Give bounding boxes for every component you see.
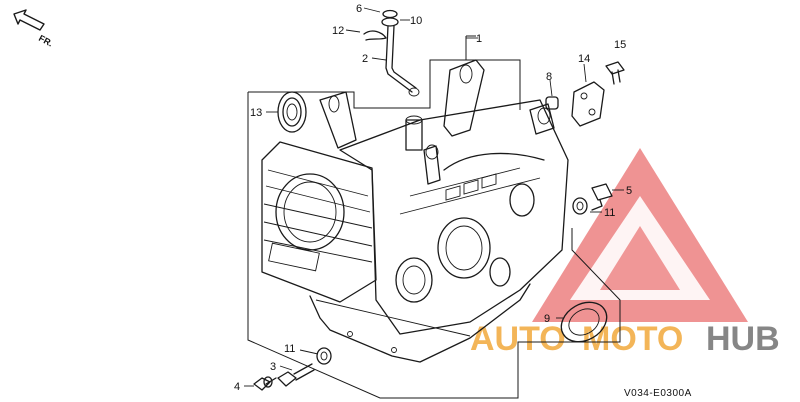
watermark-logo: AUTO MOTO HUB [470,148,780,358]
watermark-word-moto: MOTO [582,320,683,358]
callout-9: 9 [544,313,550,325]
front-label: FR. [37,33,54,49]
diagram-reference-code: V034-E0300A [624,388,692,399]
part-7-collar [263,376,273,388]
callout-1: 1 [476,33,482,45]
crankcase-body [309,99,569,363]
upper-bosses [319,59,555,185]
part-14-breather-plate [571,81,605,127]
callout-11-upper: 11 [604,207,615,219]
callout-8: 8 [546,71,552,83]
part-5-drain-bolt [591,183,613,211]
callout-13: 13 [250,107,262,119]
part-13-oil-seal [277,91,307,133]
leader-lines [244,7,624,387]
cylinder-bore [275,173,345,251]
part-3-bolt [277,363,315,387]
crankshaft-bore [437,217,491,279]
part-15-bolt [605,61,625,85]
watermark-triangle-core [600,226,680,290]
part-4-bolt [253,377,277,391]
part-9-oil-seal [560,301,608,343]
cylinder-barrel [261,141,377,303]
governor-shaft-assembly [363,9,420,97]
part-6-washer [382,9,398,19]
part-11-washer-upper [572,197,588,215]
front-arrow-icon [13,9,45,31]
callout-11-lower: 11 [284,343,295,355]
callout-4: 4 [234,381,240,393]
callout-14: 14 [578,53,590,65]
callout-6: 6 [356,3,362,15]
callout-labels: 6 10 12 1 2 13 8 14 15 5 11 9 11 3 7 4 [234,3,632,393]
part-10-washer [381,17,399,27]
assembly-frame [247,35,621,399]
callout-12: 12 [332,25,344,37]
part-12-clip [363,30,387,41]
callout-2: 2 [362,53,368,65]
part-2-governor-shaft [385,25,413,93]
watermark-word-hub: HUB [706,320,780,358]
callout-5: 5 [626,185,632,197]
part-8-dowel-pin [545,96,559,110]
callout-15: 15 [614,39,626,51]
callout-10: 10 [410,15,422,27]
callout-3: 3 [270,361,276,373]
part-11-washer-lower [316,347,332,365]
front-direction-indicator: FR. [13,9,55,49]
